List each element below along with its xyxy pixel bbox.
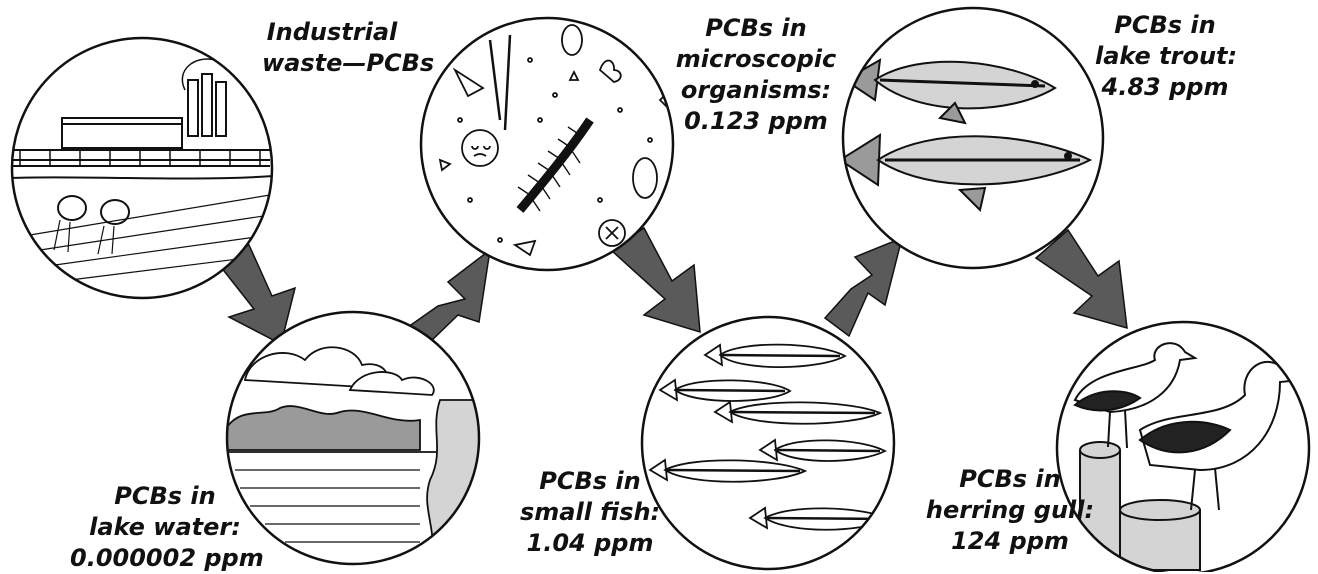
label-line: 124 ppm: [920, 526, 1100, 557]
label-line: 1.04 ppm: [520, 528, 660, 559]
factory-illustration: [10, 38, 275, 298]
label-small-fish: PCBs in small fish: 1.04 ppm: [520, 466, 660, 559]
arrow-trout-to-gull: [1036, 230, 1127, 328]
label-line: 4.83 ppm: [1095, 72, 1235, 103]
label-line: PCBs in: [920, 464, 1100, 495]
small-fish-illustration: [642, 317, 894, 569]
label-line: PCBs in: [520, 466, 660, 497]
label-line: lake trout:: [1095, 41, 1235, 72]
label-industrial-waste: Industrial waste—PCBs: [262, 17, 402, 79]
label-line: PCBs in: [70, 481, 260, 512]
label-lake-trout: PCBs in lake trout: 4.83 ppm: [1095, 10, 1235, 103]
label-line: organisms:: [666, 75, 846, 106]
label-line: herring gull:: [920, 495, 1100, 526]
arrow-smallfish-to-trout: [825, 238, 902, 336]
label-herring-gull: PCBs in herring gull: 124 ppm: [920, 464, 1100, 557]
label-line: lake water:: [70, 512, 260, 543]
label-line: 0.123 ppm: [666, 106, 846, 137]
label-line: microscopic: [666, 44, 846, 75]
arrow-water-to-microscopic: [408, 250, 490, 343]
lake-water-illustration: [225, 312, 490, 570]
label-microscopic-organisms: PCBs in microscopic organisms: 0.123 ppm: [666, 13, 846, 137]
label-line: Industrial: [262, 17, 402, 48]
lake-trout-illustration: [840, 8, 1103, 268]
label-line: PCBs in: [666, 13, 846, 44]
label-line: waste—PCBs: [262, 48, 402, 79]
label-line: 0.000002 ppm: [70, 543, 260, 574]
microscopic-organisms-illustration: [421, 18, 673, 270]
label-line: small fish:: [520, 497, 660, 528]
label-line: PCBs in: [1095, 10, 1235, 41]
label-lake-water: PCBs in lake water: 0.000002 ppm: [70, 481, 260, 574]
